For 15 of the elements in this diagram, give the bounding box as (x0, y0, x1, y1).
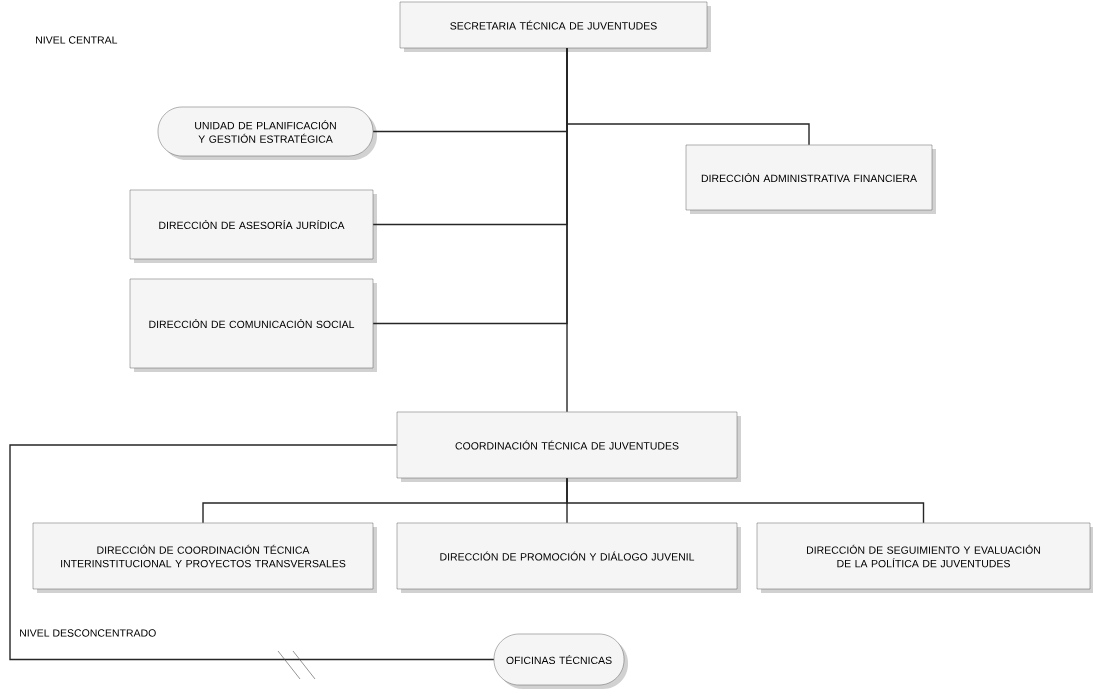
org-box: DIRECCIÓN DE COMUNICACIÓN SOCIAL (129, 278, 377, 372)
rounded-box: UNIDAD DE PLANIFICACIÓN Y GESTIÓN ESTRATÉGICA (157, 106, 377, 160)
level-label: NIVEL CENTRAL (36, 36, 118, 44)
org-box: DIRECCIÓN DE SEGUIMIENTO Y EVALUACIÓN DE LA POLÍTICA DE JUVENTUDES (756, 522, 1093, 593)
org-box: SECRETARIA TÉCNICA DE JUVENTUDES (399, 1, 711, 52)
connector-line (9, 444, 495, 661)
org-box: DIRECCIÓN DE ASESORÍA JURÍDICA (129, 189, 377, 263)
connector-line (566, 477, 925, 524)
org-box: DIRECCIÓN DE COORDINACIÓN TÉCNICA INTERINSTITUCIONAL Y PROYECTOS TRANSVERSALES (32, 522, 377, 593)
org-box: DIRECCIÓN ADMINISTRATIVA FINANCIERA (685, 144, 936, 214)
org-box: COORDINACIÓN TÉCNICA DE JUVENTUDES (396, 411, 741, 482)
rounded-box: OFICINAS TÉCNICAS (493, 633, 628, 689)
connector-line (566, 47, 568, 413)
level-label: NIVEL DESCONCENTRADO (20, 629, 156, 637)
org-box: DIRECCIÓN DE PROMOCIÓN Y DIÁLOGO JUVENIL (396, 522, 741, 593)
